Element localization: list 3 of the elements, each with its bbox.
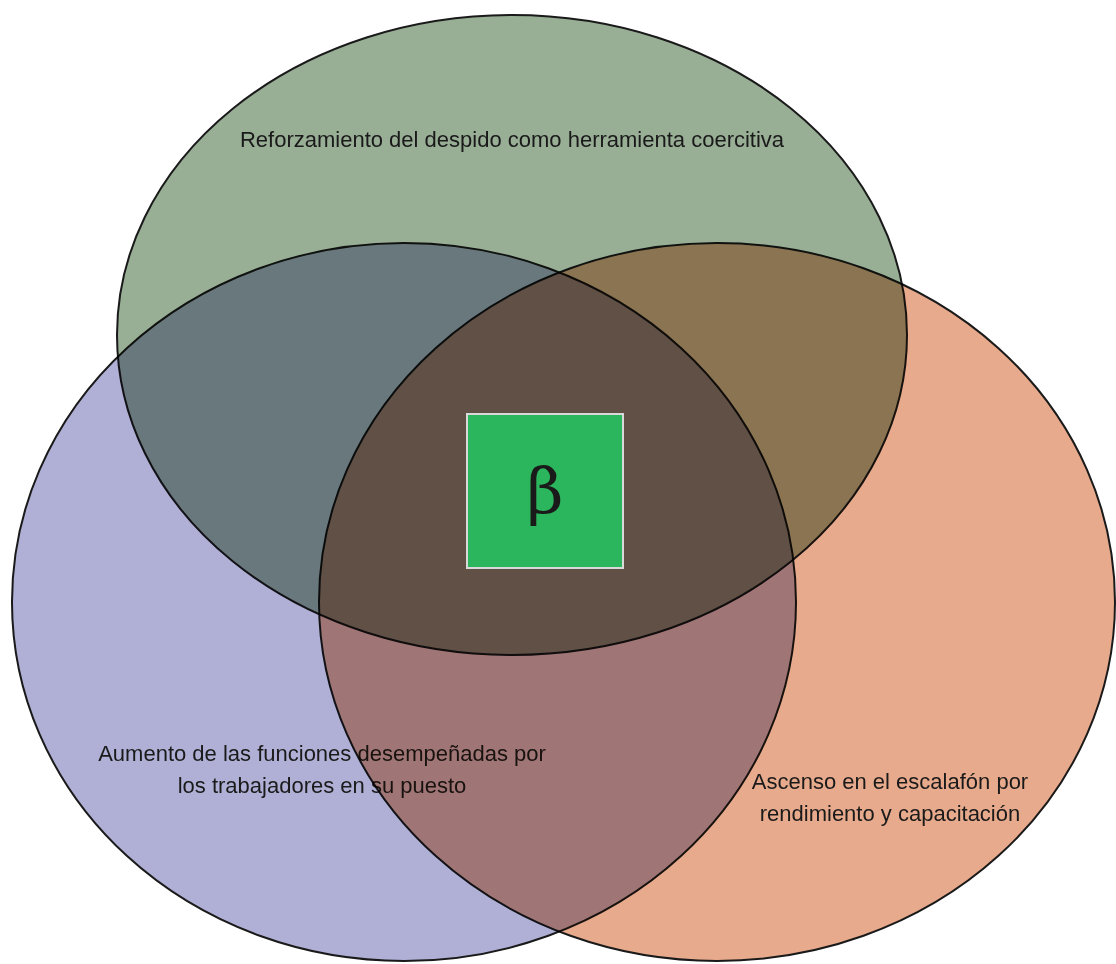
set-label: Reforzamiento del despido como herramienta coercitiva — [238, 126, 786, 154]
highlight-square — [466, 413, 624, 569]
set-label: Ascenso en el escalafón por rendimiento y capacitación — [750, 768, 1030, 828]
